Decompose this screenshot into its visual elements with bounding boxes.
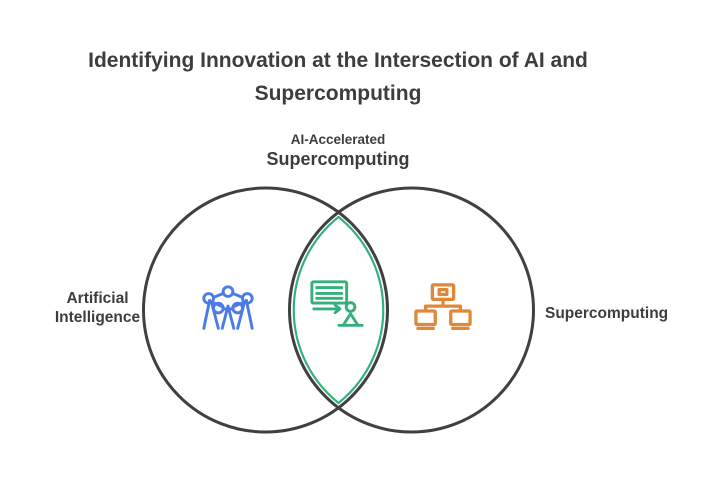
- intersection-caption-line1: AI-Accelerated: [290, 132, 386, 147]
- ai-server-user-icon: [308, 277, 366, 335]
- page-title-line1: Identifying Innovation at the Intersecti…: [88, 49, 588, 72]
- left-circle-outline: [142, 186, 389, 434]
- right-circle-label: Supercomputing: [545, 305, 669, 322]
- intersection-caption-line2: Supercomputing: [266, 149, 410, 169]
- computer-network-icon: [414, 281, 472, 339]
- intersection-lens-outline: [292, 215, 385, 405]
- neural-network-icon: [199, 280, 257, 338]
- page-title-line2: Supercomputing: [254, 82, 422, 105]
- page-title: Identifying Innovation at the Intersecti…: [0, 44, 676, 110]
- left-circle-label-line2: Intelligence: [54, 309, 141, 326]
- right-circle-outline: [288, 186, 535, 434]
- left-circle-label: Artificial Intelligence: [30, 289, 165, 327]
- intersection-caption: AI-Accelerated Supercomputing: [0, 131, 676, 171]
- left-circle-label-line1: Artificial: [66, 290, 129, 307]
